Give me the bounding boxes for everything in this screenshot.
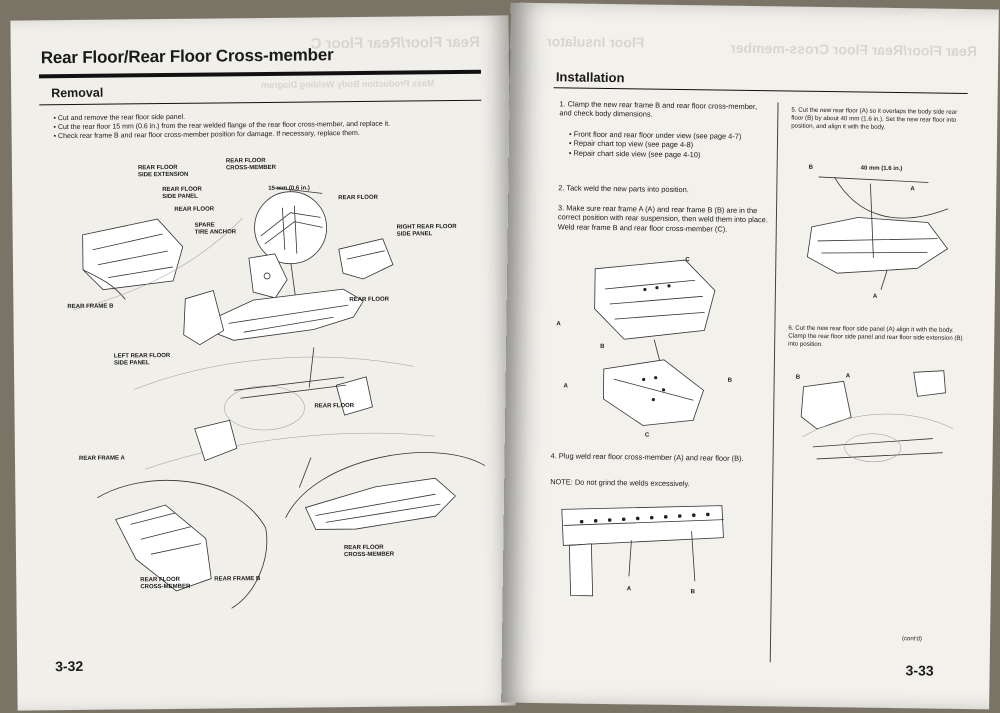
label-rear-floor-2: REAR FLOOR	[174, 206, 215, 213]
column-divider	[769, 102, 779, 663]
step-1-bullet-3: • Repair chart side view (see page 4-10)	[568, 148, 701, 160]
label-rear-floor-3: REAR FLOOR	[349, 296, 390, 304]
rear-floor-part	[183, 288, 364, 346]
step-6: 6. Cut the new rear floor side panel (A)…	[788, 324, 963, 349]
page-number-left: 3-32	[55, 657, 84, 675]
step-1: 1. Clamp the new rear frame B and rear f…	[559, 99, 758, 120]
label-rear-floor-1: REAR FLOOR	[338, 194, 378, 202]
continued-note: (cont'd)	[902, 636, 922, 643]
step-3-illustration	[594, 259, 716, 426]
section-installation: Installation	[555, 69, 625, 86]
lower-body-view	[134, 347, 435, 470]
callout-b-3: B	[690, 589, 696, 596]
callout-a-5b: A	[872, 293, 878, 300]
label-rear-floor-4: REAR FLOOR	[314, 403, 355, 410]
callout-b-2: B	[727, 377, 733, 384]
right-page: Floor Insulator Rear Floor/Rear Floor Cr…	[501, 2, 999, 710]
label-spare-tire-anchor: SPARE TIRE ANCHOR	[194, 222, 237, 236]
step-5: 5. Cut the new rear floor (A) so it over…	[791, 106, 958, 131]
bottom-left-detail	[97, 479, 268, 609]
label-15mm: 15 mm (0.6 in.)	[268, 185, 310, 192]
label-rear-frame-b-2: REAR FRAME B	[214, 576, 261, 583]
step-2: 2. Tack weld the new parts into position…	[558, 183, 689, 195]
callout-b-1: B	[600, 343, 605, 350]
label-right-side-panel: RIGHT REAR FLOOR SIDE PANEL	[396, 223, 457, 238]
weld-flange-detail-circle	[254, 187, 327, 311]
bottom-right-detail	[285, 452, 486, 530]
callout-b-6: B	[795, 374, 801, 381]
callout-a-6: A	[845, 373, 851, 380]
right-side-panel-part	[338, 238, 394, 280]
bleed-through-right-1: Floor Insulator	[546, 33, 645, 51]
callout-40mm: 40 mm (1.6 in.)	[860, 165, 903, 173]
label-rear-frame-a: REAR FRAME A	[78, 455, 125, 462]
bleed-through-right-2: Rear Floor/Rear Floor Cross-member	[730, 39, 978, 60]
step-4-note: NOTE: Do not grind the welds excessively…	[550, 477, 690, 489]
callout-a-2: A	[563, 383, 568, 390]
callout-a-3: A	[626, 586, 632, 593]
spare-tire-anchor-part	[248, 253, 288, 299]
label-cross-member-bottom: REAR FLOOR CROSS-MEMBER	[343, 544, 395, 559]
rear-frame-detail-top	[73, 218, 243, 311]
callout-a-1: A	[556, 321, 561, 328]
page-number-right: 3-33	[905, 662, 934, 679]
step-3: 3. Make sure rear frame A (A) and rear f…	[557, 203, 768, 234]
label-cross-member-top: REAR FLOOR CROSS-MEMBER	[225, 157, 277, 172]
step-1-bullets: • Front floor and rear floor under view …	[569, 129, 769, 160]
removal-illustration	[73, 187, 486, 609]
label-rear-frame-b: REAR FRAME B	[67, 303, 114, 311]
label-side-panel: REAR FLOOR SIDE PANEL	[162, 186, 202, 201]
step-4: 4. Plug weld rear floor cross-member (A)…	[550, 451, 744, 463]
step-4-illustration	[561, 505, 724, 597]
callout-c-1: C	[685, 257, 690, 264]
step-5-illustration	[806, 176, 949, 290]
callout-c-2: C	[644, 432, 650, 439]
label-left-side-panel: LEFT REAR FLOOR SIDE PANEL	[113, 352, 171, 367]
label-side-extension: REAR FLOOR SIDE EXTENSION	[137, 164, 189, 179]
label-cross-member-bottom-2: REAR FLOOR CROSS-MEMBER	[140, 576, 191, 591]
step-6-illustration	[800, 370, 954, 462]
left-page: Rear Floor/Rear Floor C Mass Production …	[10, 15, 516, 711]
section-rule-right	[553, 87, 968, 95]
callout-a-5: A	[910, 186, 915, 193]
callout-b-5: B	[808, 164, 814, 171]
